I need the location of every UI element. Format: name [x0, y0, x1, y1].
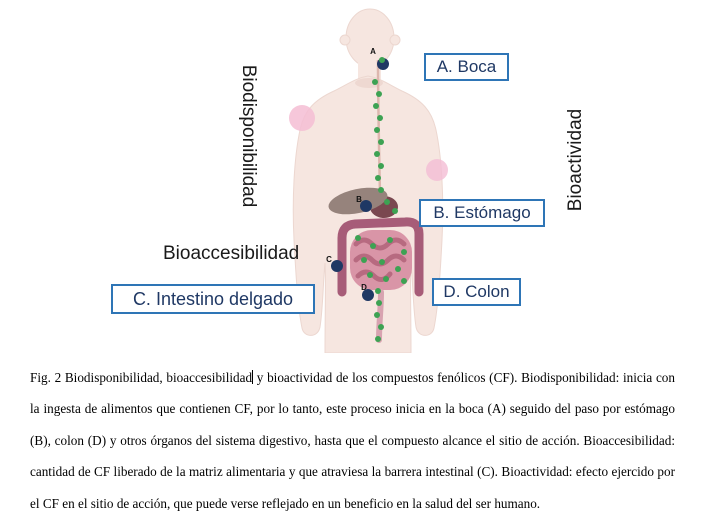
callout-boca: A. Boca: [424, 53, 509, 81]
marker-b-dot: [360, 200, 372, 212]
site-markers: [331, 57, 389, 301]
text-cursor: [252, 370, 254, 384]
pink-spot-arm: [426, 159, 448, 181]
mouth-dot: [379, 57, 385, 63]
liver: [328, 187, 388, 215]
rectum: [376, 289, 384, 343]
figure: A B C D Biodisponibilidad Bioactividad B…: [111, 8, 586, 353]
marker-a-letter: A: [370, 47, 376, 56]
label-bioaccesibilidad: Bioaccesibilidad: [163, 243, 300, 264]
caption-text-before-cursor: Fig. 2 Biodisponibilidad, bioaccesibilid…: [30, 370, 253, 385]
colon: [337, 217, 424, 297]
label-biodisponibilidad: Biodisponibilidad: [238, 64, 259, 208]
marker-c-letter: C: [326, 255, 332, 264]
human-digestive-illustration: A B C D: [289, 8, 448, 353]
figure-caption: Fig. 2 Biodisponibilidad, bioaccesibilid…: [30, 362, 675, 519]
label-bioactividad: Bioactividad: [565, 108, 586, 212]
callout-estomago: B. Estómago: [419, 199, 545, 227]
marker-letters: A B C D: [326, 47, 376, 292]
ear-right: [389, 34, 401, 46]
phenolic-compound-dots: [355, 79, 407, 342]
marker-c-dot: [331, 260, 343, 272]
marker-d-letter: D: [361, 283, 367, 292]
callout-colon: D. Colon: [432, 278, 521, 306]
marker-b-letter: B: [356, 195, 362, 204]
pink-spot-shoulder: [289, 105, 315, 131]
ear-left: [339, 34, 351, 46]
digestive-organs: [328, 59, 424, 343]
callout-intestino-delgado: C. Intestino delgado: [111, 284, 315, 314]
marker-d-dot: [362, 289, 374, 301]
caption-text-after-cursor: y bioactividad de los compuestos fenólic…: [30, 370, 675, 511]
